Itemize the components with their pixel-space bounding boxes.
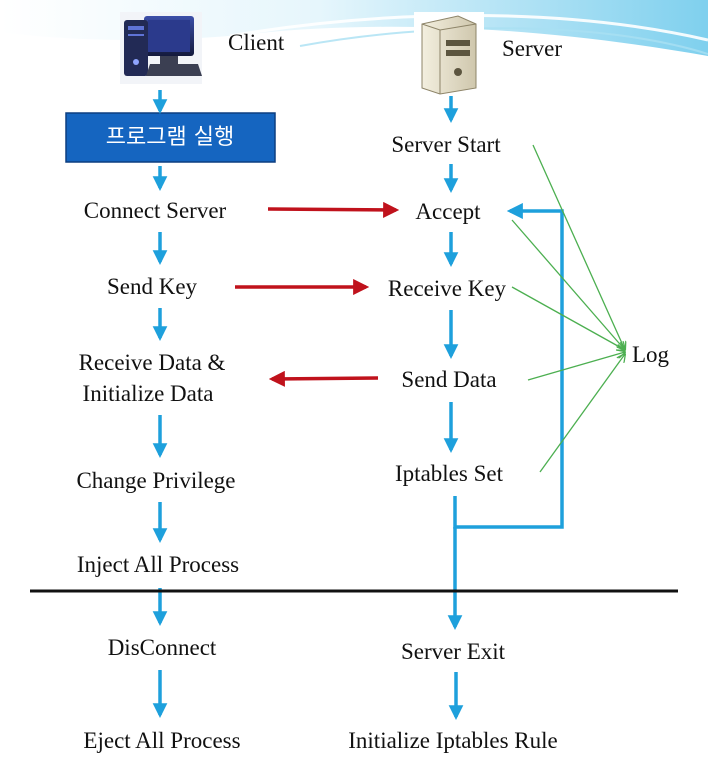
client-step-initialize-data: Initialize Data bbox=[83, 381, 214, 406]
server-step-initialize-iptables-rule: Initialize Iptables Rule bbox=[348, 728, 557, 753]
server-loop-line bbox=[453, 202, 564, 529]
server-title: Server bbox=[502, 36, 562, 61]
log-arrow-receive-key bbox=[511, 286, 625, 350]
client-step-connect-server: Connect Server bbox=[84, 198, 227, 223]
client-step-send-key: Send Key bbox=[107, 274, 198, 299]
client-step-eject-all-process: Eject All Process bbox=[83, 728, 240, 753]
server-icon bbox=[414, 12, 484, 95]
client-step-change-privilege: Change Privilege bbox=[76, 468, 235, 493]
client-step-receive-data: Receive Data & bbox=[79, 350, 226, 375]
run-program-label: 프로그램 실행 bbox=[106, 125, 234, 150]
server-step-receive-key: Receive Key bbox=[388, 276, 507, 301]
server-step-send-data: Send Data bbox=[401, 367, 496, 392]
client-step-inject-all-process: Inject All Process bbox=[77, 552, 239, 577]
server-step-server-start: Server Start bbox=[391, 132, 501, 157]
log-arrow-server-start bbox=[532, 144, 625, 350]
client-title: Client bbox=[228, 30, 285, 55]
server-step-accept: Accept bbox=[415, 199, 481, 224]
message-arrows bbox=[235, 201, 400, 387]
server-loop bbox=[447, 202, 564, 630]
run-program-box: 프로그램 실행 bbox=[65, 112, 276, 163]
message-arrow-connect bbox=[267, 201, 400, 218]
server-flow-arrows bbox=[443, 96, 464, 720]
log-label: Log bbox=[632, 342, 670, 367]
log-arrows bbox=[511, 144, 625, 473]
log-arrow-iptables-set bbox=[539, 354, 625, 473]
header-banner bbox=[0, 0, 708, 56]
client-step-disconnect: DisConnect bbox=[108, 635, 217, 660]
message-arrow-data bbox=[268, 370, 379, 387]
server-step-server-exit: Server Exit bbox=[401, 639, 506, 664]
log-arrow-send-data bbox=[527, 352, 625, 381]
log-arrow-accept bbox=[511, 219, 625, 350]
server-step-iptables-set: Iptables Set bbox=[395, 461, 504, 486]
computer-icon bbox=[120, 12, 202, 84]
